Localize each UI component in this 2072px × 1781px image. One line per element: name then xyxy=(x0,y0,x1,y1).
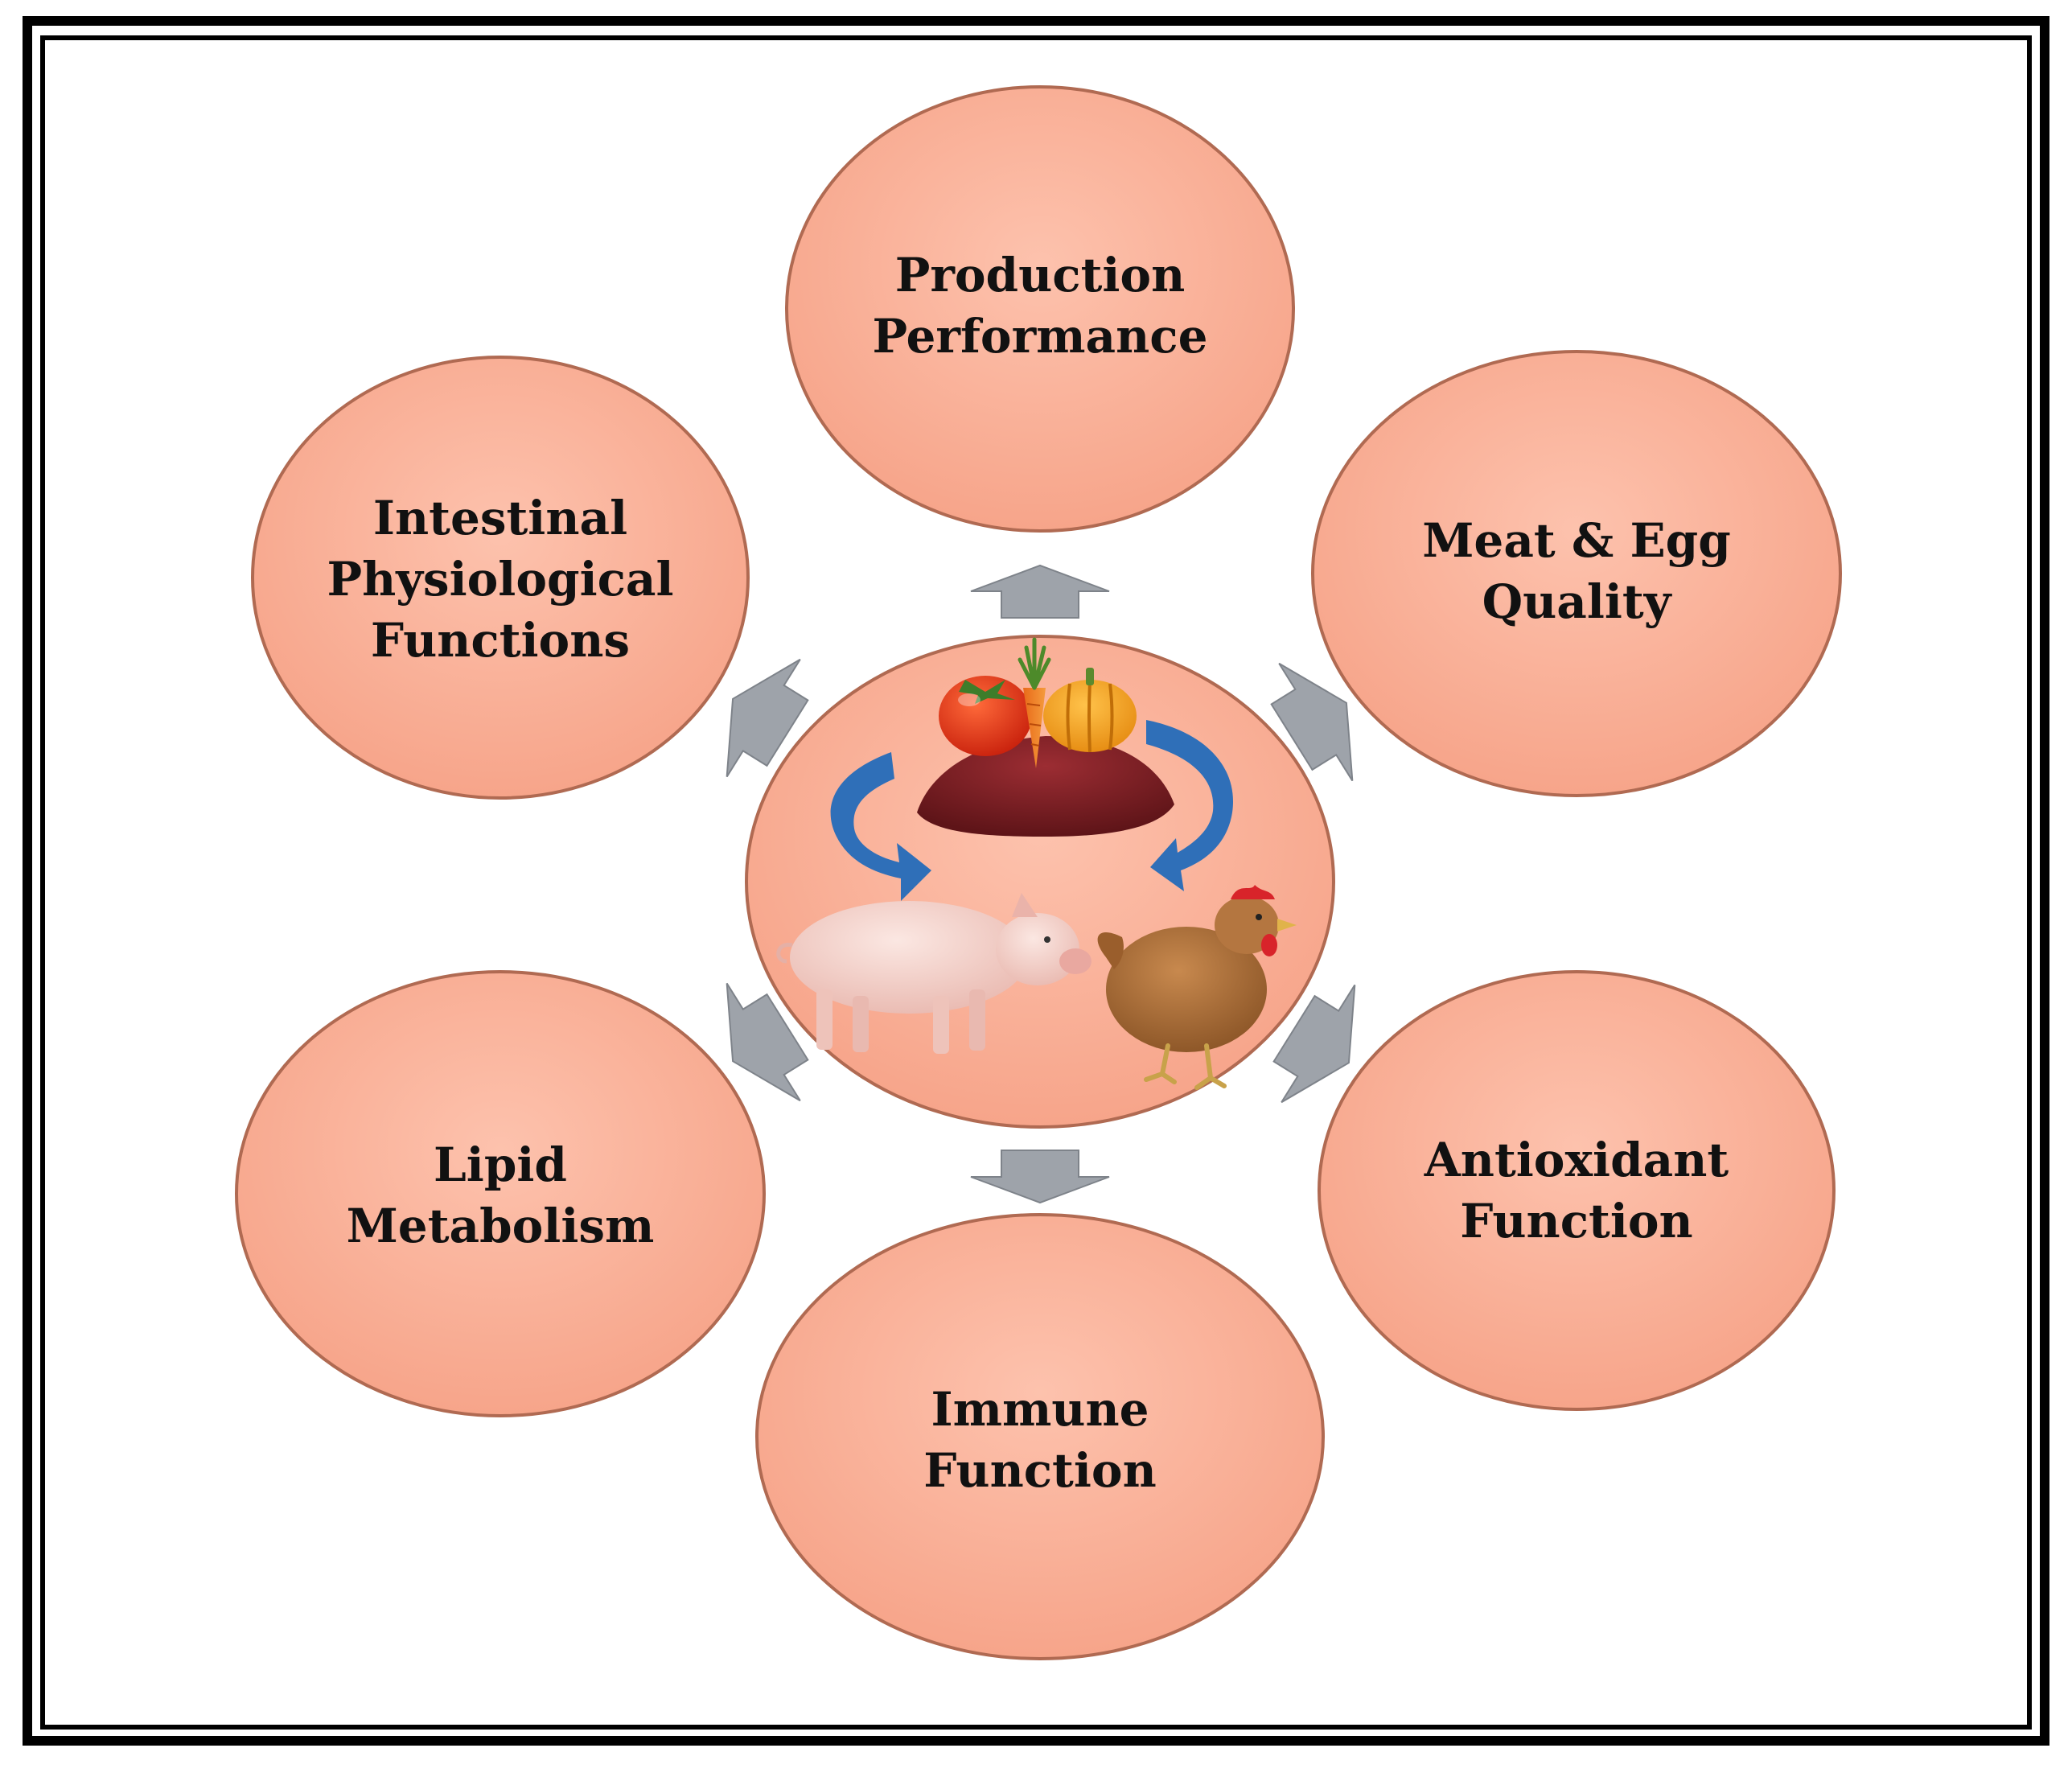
chicken-icon xyxy=(1097,885,1297,1090)
arrow-to-antioxidant xyxy=(1272,984,1356,1104)
arrow-to-lipid xyxy=(726,982,809,1102)
outer-frame xyxy=(23,16,2049,1746)
carrot-icon xyxy=(1018,637,1051,768)
arrow-to-intestinal xyxy=(726,658,809,778)
node-lipid-ellipse xyxy=(235,970,766,1417)
cycle-arrow-left-icon xyxy=(830,752,931,901)
pig-icon xyxy=(776,893,1092,1054)
node-immune-ellipse xyxy=(755,1213,1325,1660)
inner-frame xyxy=(40,35,2032,1730)
pigment-powder-icon xyxy=(917,736,1174,837)
arrow-to-immune xyxy=(970,1150,1110,1204)
arrow-to-meat-egg xyxy=(1270,662,1354,782)
node-antioxidant-ellipse xyxy=(1318,970,1836,1411)
tomato-icon xyxy=(939,676,1032,756)
node-meat-egg-ellipse xyxy=(1311,350,1842,797)
node-production-ellipse xyxy=(785,85,1295,533)
node-intestinal-ellipse xyxy=(251,356,750,800)
pumpkin-icon xyxy=(1043,668,1137,753)
cycle-arrow-right-icon xyxy=(1146,720,1234,891)
arrow-to-production xyxy=(970,564,1110,619)
